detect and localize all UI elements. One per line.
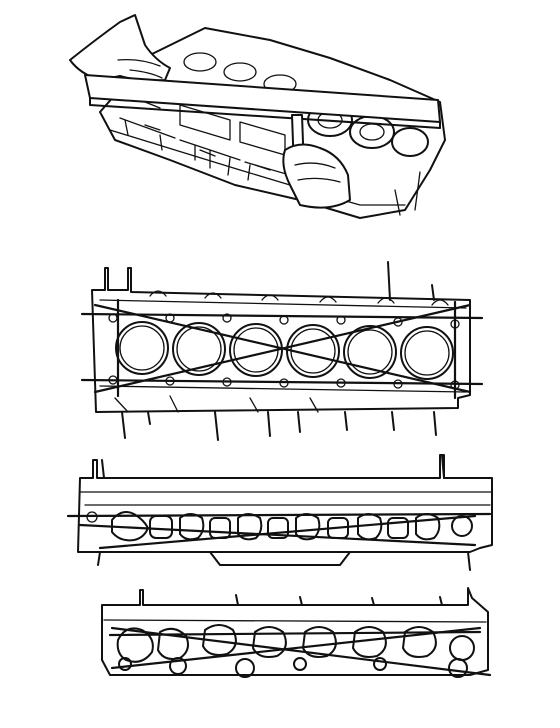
head-outline	[91, 267, 471, 413]
combustion-chambers	[115, 321, 454, 380]
exhaust-bolt-bosses	[118, 657, 468, 678]
gasket-surface-view	[80, 261, 484, 441]
exhaust-ports	[116, 624, 475, 663]
exhaust-measurement-lines	[108, 626, 492, 677]
straightedge-feeler-gauge-view	[69, 14, 446, 219]
intake-surface-view	[66, 454, 493, 571]
hand-lower	[282, 143, 351, 209]
gasket-measurement-lines	[80, 298, 484, 400]
straightedge	[84, 74, 441, 129]
hand-upper	[69, 14, 171, 82]
exhaust-surface-view	[101, 587, 492, 678]
intake-side-outline	[77, 454, 493, 553]
intake-measurement-lines	[66, 512, 492, 550]
exhaust-side-outline	[101, 587, 489, 676]
